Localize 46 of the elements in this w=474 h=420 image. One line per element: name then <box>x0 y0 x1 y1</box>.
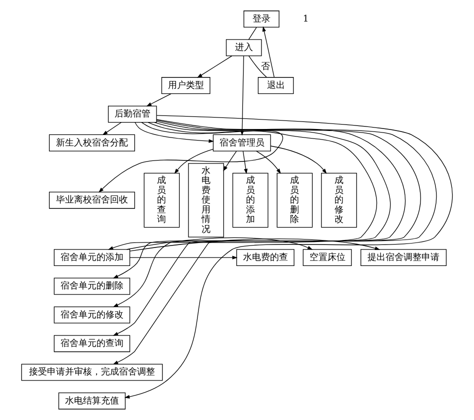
arrow <box>112 122 391 278</box>
node-box: 退出 <box>258 77 294 94</box>
node-box: 成员的查询 <box>144 172 180 228</box>
node-box: 用户类型 <box>161 77 210 94</box>
arrow <box>112 121 406 308</box>
node-box: 宿舍单元的删除 <box>54 278 130 295</box>
label: 1 <box>302 14 309 24</box>
arrow <box>174 148 214 174</box>
arrow <box>108 122 378 250</box>
arrow <box>223 150 237 172</box>
node-box: 成员的删除 <box>276 172 313 228</box>
arrow <box>112 120 421 336</box>
node-box: 水电费的查 <box>236 249 294 266</box>
arrow <box>126 237 313 250</box>
node-box: 提出宿舍调整申请 <box>360 249 447 266</box>
node-box: 成员的修改 <box>321 172 357 228</box>
node-box: 接受申请并审核，完成宿舍调整 <box>21 364 163 381</box>
arrow <box>270 146 327 174</box>
arrow <box>112 119 437 364</box>
arrow <box>146 93 172 106</box>
arrow <box>197 56 232 78</box>
node-box: 成员的添加 <box>232 172 268 228</box>
node-box: 宿舍管理员 <box>212 134 271 152</box>
arrow <box>242 150 248 174</box>
arrow <box>102 122 122 136</box>
node-box: 新生入校宿舍分配 <box>48 134 136 152</box>
arrow <box>98 122 283 193</box>
node-box: 空置床位 <box>302 249 352 266</box>
node-box: 水电费使用情况 <box>188 163 224 238</box>
node-box: 后勤宿管 <box>108 106 157 123</box>
node-box: 毕业离校宿舍回收 <box>48 192 136 209</box>
arrow <box>124 115 453 399</box>
node-box: 进入 <box>226 39 262 56</box>
node-box: 登录 <box>244 10 280 28</box>
arrow <box>134 122 214 143</box>
node-box: 宿舍单元的修改 <box>54 306 130 324</box>
node-box: 水电结算充值 <box>58 392 126 410</box>
arrow <box>130 256 238 260</box>
arrow <box>256 150 281 174</box>
node-box: 宿舍单元的添加 <box>54 249 130 266</box>
arrow <box>262 26 274 78</box>
edge-label: 否 <box>261 62 270 72</box>
connector <box>248 27 257 40</box>
connector <box>248 56 267 78</box>
arrow <box>130 238 380 252</box>
node-box: 宿舍单元的查询 <box>54 335 130 352</box>
